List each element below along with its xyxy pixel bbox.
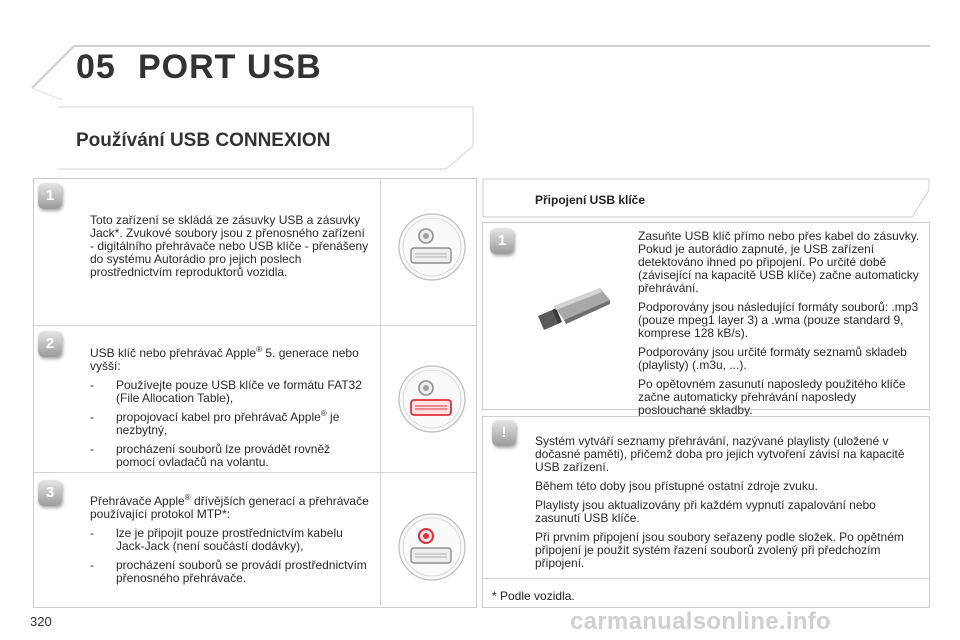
subsection-title: Připojení USB klíče	[535, 193, 646, 207]
block-2-intro: USB klíč nebo přehrávač Apple® 5. genera…	[90, 345, 372, 373]
bullet-text: procházení souborů lze provádět rovněž p…	[116, 442, 331, 469]
divider	[34, 325, 476, 326]
warning-paragraph: Systém vytváří seznamy přehrávání, nazýv…	[535, 434, 905, 474]
step-badge: 3	[38, 480, 62, 506]
warning-icon: !	[492, 420, 516, 446]
bullet-item: - procházení souborů lze provádět rovněž …	[90, 443, 372, 469]
bullet-dash: -	[90, 442, 94, 456]
block-2-text: USB klíč nebo přehrávač Apple® 5. genera…	[90, 345, 372, 475]
block-1-text: Toto zařízení se skládá ze zásuvky USB a…	[90, 214, 372, 285]
block-3-intro: Přehrávače Apple® dřívějších generací a …	[90, 493, 372, 521]
bullet-dash: -	[90, 410, 94, 424]
bullet-dash: -	[90, 378, 94, 392]
section-title-panel	[58, 106, 474, 170]
bullet-dash: -	[90, 558, 94, 572]
warning-panel	[482, 416, 930, 608]
step-paragraph: Podporovány jsou následující formáty sou…	[638, 300, 919, 340]
block-1-paragraph: Toto zařízení se skládá ze zásuvky USB a…	[90, 213, 369, 279]
chapter-number: 05	[76, 48, 116, 86]
watermark: carmanualsonline.info	[570, 608, 832, 635]
step-badge: 2	[38, 331, 62, 357]
bullet-item: - procházení souborů se provádí prostředn…	[90, 559, 372, 585]
intro-text: USB klíč nebo přehrávač Apple	[90, 346, 257, 360]
section-title: Používání USB CONNEXION	[76, 130, 331, 151]
intro-text: 5. generace nebo vyšší:	[90, 346, 359, 373]
bullet-dash: -	[90, 526, 94, 540]
superscript: ®	[256, 345, 263, 354]
bullet-text: lze je připojit pouze prostřednictvím ka…	[116, 526, 343, 553]
warning-paragraph: Playlisty jsou aktualizovány při každém …	[535, 498, 876, 525]
footnote: * Podle vozidla.	[492, 589, 575, 603]
section-frame	[58, 106, 474, 170]
warning-paragraph: Při prvním připojení jsou soubory seřaze…	[535, 530, 904, 570]
warning-text: Systém vytváří seznamy přehrávání, nazýv…	[535, 435, 920, 576]
superscript: ®	[184, 493, 191, 502]
usb-port-highlighted-icon	[398, 365, 466, 433]
usb-stick-icon	[538, 288, 610, 330]
step-badge: 1	[490, 228, 514, 254]
warning-paragraph: Během této doby jsou přístupné ostatní z…	[535, 479, 818, 493]
jack-port-highlighted-icon	[398, 513, 466, 581]
bullet-text: procházení souborů se provádí prostředni…	[116, 558, 367, 585]
step-paragraph: Podporovány jsou určité formáty seznamů …	[638, 345, 907, 372]
bullet-text: propojovací kabel pro přehrávač Apple	[116, 410, 321, 424]
step-text: Zasuňte USB klíč přímo nebo přes kabel d…	[638, 230, 922, 423]
divider	[34, 472, 476, 473]
intro-text: Přehrávače Apple	[90, 494, 185, 508]
subtitle-frame	[482, 178, 930, 218]
page-number: 320	[30, 614, 52, 629]
step-paragraph: Po opětovném zasunutí naposledy použitéh…	[638, 377, 906, 417]
divider	[483, 578, 929, 579]
superscript: ®	[320, 409, 327, 418]
step-paragraph: Zasuňte USB klíč přímo nebo přes kabel d…	[638, 229, 920, 295]
chapter-title: PORT USB	[138, 48, 322, 86]
bullet-item: - lze je připojit pouze prostřednictvím k…	[90, 527, 372, 553]
bullet-item: -propojovací kabel pro přehrávač Apple® …	[90, 409, 372, 437]
bullet-text: Používejte pouze USB klíče ve formátu FA…	[116, 378, 362, 405]
step-badge: 1	[38, 183, 62, 209]
header-decoration	[31, 45, 930, 101]
intro-text: dřívějších generací a přehrávače používa…	[90, 494, 369, 521]
bullet-text: je nezbytný,	[116, 410, 340, 437]
bullet-item: - Používejte pouze USB klíče ve formátu F…	[90, 379, 372, 405]
usb-port-icon	[398, 213, 466, 281]
block-3-text: Přehrávače Apple® dřívějších generací a …	[90, 493, 372, 591]
divider	[380, 178, 381, 606]
